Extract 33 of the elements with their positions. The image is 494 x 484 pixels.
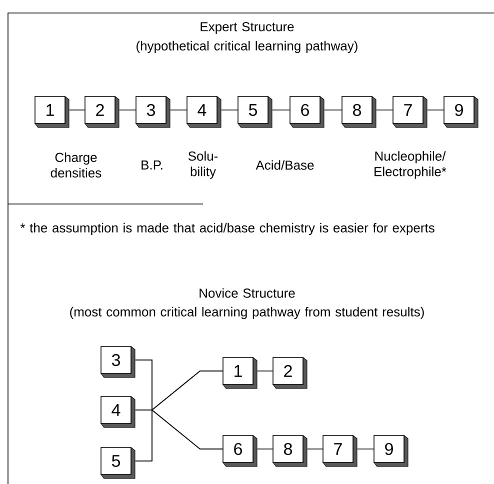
label-text: Expert Structure [200,22,294,34]
number-box: 6 [290,96,324,128]
connector-line [257,370,273,372]
label-text: Acid/Base [256,160,314,170]
label-text: Charge densities [50,152,102,178]
label-text: Nucleophile/ Electrophile* [374,151,446,179]
label-text: B.P. [142,160,162,170]
number-box: 7 [322,435,358,467]
label-text: (hypothetical critical learning pathway) [136,40,358,54]
number-box: 5 [100,447,136,479]
number-box: 1 [34,96,70,128]
number-box: 9 [374,435,408,467]
number-box: 2 [84,96,120,128]
number-box: 6 [222,435,258,467]
connector-line [357,448,374,450]
label-text: * the assumption is made that acid/base chemistry is easier for experts [20,222,434,236]
connector-line [135,409,223,462]
number-box: 9 [444,96,478,128]
number-box: 1 [222,357,258,389]
label-text: Solu- bility [188,151,218,179]
connector-line [307,448,323,450]
connector-line [257,448,273,450]
number-box: 4 [100,396,136,428]
number-box: 8 [272,435,308,467]
label-text: (most common critical learning pathway from student results) [70,306,424,320]
number-box: 5 [238,96,272,128]
number-box: 8 [342,96,376,128]
number-box: 3 [136,96,170,128]
number-box: 3 [100,346,136,378]
number-box: 4 [186,96,222,128]
number-box: 2 [272,357,308,389]
label-text: Novice Structure [200,288,295,298]
number-box: 7 [392,96,428,128]
